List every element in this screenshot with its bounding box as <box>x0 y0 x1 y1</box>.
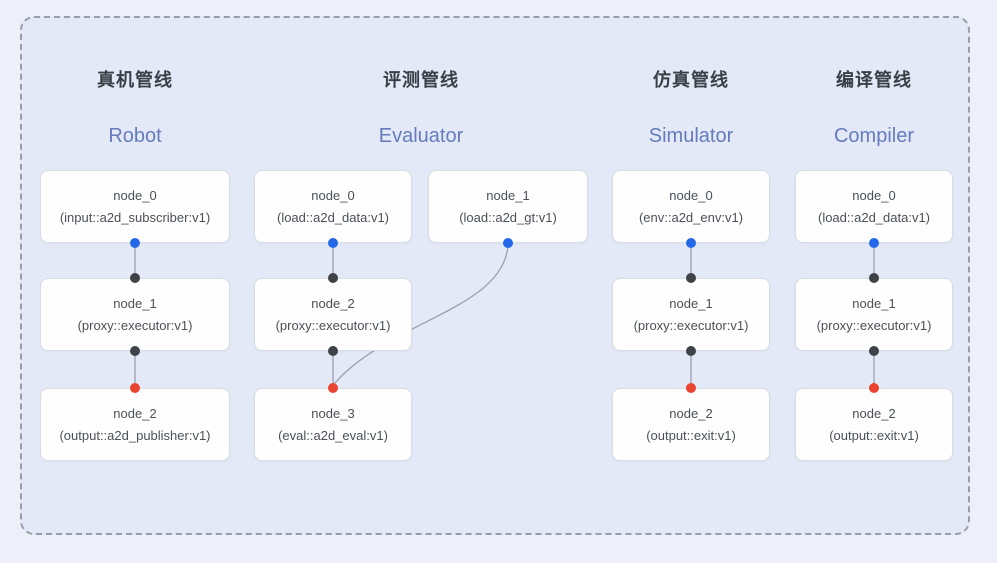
node-card-robot-node1[interactable]: node_1 (proxy::executor:v1) <box>40 278 230 351</box>
header-evaluator: 评测管线 <box>254 66 588 92</box>
node-card-sim-node1[interactable]: node_1 (proxy::executor:v1) <box>612 278 770 351</box>
pipeline-title-zh: 仿真管线 <box>653 70 729 90</box>
header-robot: 真机管线 <box>40 66 230 92</box>
node-name: node_1 <box>486 187 530 203</box>
node-name: node_1 <box>852 295 896 311</box>
node-name: node_2 <box>311 295 355 311</box>
node-card-robot-node2[interactable]: node_2 (output::a2d_publisher:v1) <box>40 388 230 461</box>
port-output-icon <box>130 346 140 356</box>
node-name: node_3 <box>311 405 355 421</box>
node-name: node_2 <box>113 405 157 421</box>
node-type: (proxy::executor:v1) <box>816 317 932 333</box>
header-simulator: 仿真管线 <box>612 66 770 92</box>
node-card-robot-node0[interactable]: node_0 (input::a2d_subscriber:v1) <box>40 170 230 243</box>
pipeline-title-zh: 评测管线 <box>383 70 459 90</box>
node-card-comp-node0[interactable]: node_0 (load::a2d_data:v1) <box>795 170 953 243</box>
port-output-icon <box>869 238 879 248</box>
port-output-icon <box>503 238 513 248</box>
subtitle-evaluator: Evaluator <box>378 125 464 147</box>
node-card-eval-node1[interactable]: node_1 (load::a2d_gt:v1) <box>428 170 588 243</box>
port-output-icon <box>686 346 696 356</box>
port-output-icon <box>130 238 140 248</box>
node-card-eval-node3[interactable]: node_3 (eval::a2d_eval:v1) <box>254 388 412 461</box>
subtitle-compiler: Compiler <box>833 125 915 147</box>
pipeline-title-zh: 编译管线 <box>836 70 912 90</box>
pipeline-title-zh: 真机管线 <box>97 70 173 90</box>
node-card-eval-node2[interactable]: node_2 (proxy::executor:v1) <box>254 278 412 351</box>
port-output-icon <box>328 238 338 248</box>
node-type: (load::a2d_data:v1) <box>817 209 931 225</box>
subtitle-robot: Robot <box>108 125 162 147</box>
node-type: (proxy::executor:v1) <box>77 317 193 333</box>
port-input-icon <box>130 383 140 393</box>
node-card-eval-node0[interactable]: node_0 (load::a2d_data:v1) <box>254 170 412 243</box>
port-input-icon <box>328 273 338 283</box>
port-input-icon <box>686 383 696 393</box>
node-type: (output::exit:v1) <box>829 427 919 443</box>
node-type: (proxy::executor:v1) <box>275 317 391 333</box>
node-name: node_0 <box>669 187 713 203</box>
port-output-icon <box>328 346 338 356</box>
port-input-icon <box>869 273 879 283</box>
node-card-comp-node2[interactable]: node_2 (output::exit:v1) <box>795 388 953 461</box>
node-name: node_1 <box>669 295 713 311</box>
node-name: node_2 <box>669 405 713 421</box>
node-card-sim-node0[interactable]: node_0 (env::a2d_env:v1) <box>612 170 770 243</box>
port-input-icon <box>686 273 696 283</box>
node-type: (eval::a2d_eval:v1) <box>278 427 388 443</box>
node-name: node_0 <box>852 187 896 203</box>
port-output-icon <box>686 238 696 248</box>
node-type: (output::exit:v1) <box>646 427 736 443</box>
node-card-comp-node1[interactable]: node_1 (proxy::executor:v1) <box>795 278 953 351</box>
header-compiler: 编译管线 <box>795 66 953 92</box>
node-type: (env::a2d_env:v1) <box>638 209 744 225</box>
port-output-icon <box>869 346 879 356</box>
node-name: node_1 <box>113 295 157 311</box>
node-name: node_2 <box>852 405 896 421</box>
node-type: (input::a2d_subscriber:v1) <box>59 209 211 225</box>
port-input-icon <box>130 273 140 283</box>
node-name: node_0 <box>113 187 157 203</box>
node-type: (proxy::executor:v1) <box>633 317 749 333</box>
subtitle-simulator: Simulator <box>648 125 734 147</box>
node-type: (output::a2d_publisher:v1) <box>59 427 211 443</box>
node-type: (load::a2d_data:v1) <box>276 209 390 225</box>
port-input-icon <box>869 383 879 393</box>
node-type: (load::a2d_gt:v1) <box>459 209 557 225</box>
node-name: node_0 <box>311 187 355 203</box>
port-input-icon <box>328 383 338 393</box>
node-card-sim-node2[interactable]: node_2 (output::exit:v1) <box>612 388 770 461</box>
